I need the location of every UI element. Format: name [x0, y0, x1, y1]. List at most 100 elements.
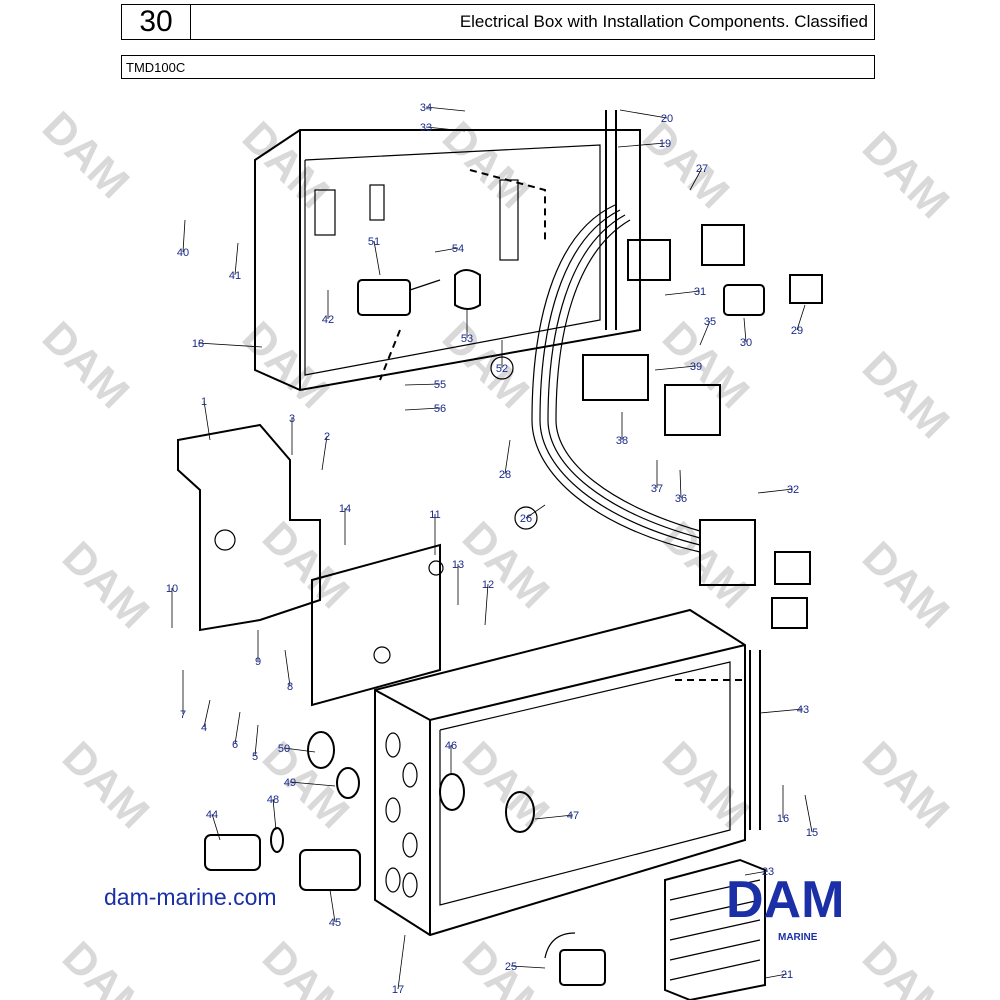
- leader-44: [211, 813, 221, 841]
- part-label-46: 46: [445, 740, 457, 752]
- leader-25: [510, 965, 546, 969]
- header-box: 30 Electrical Box with Installation Comp…: [121, 4, 875, 40]
- part-labels: 1234567891011121314151617181920212325262…: [166, 102, 818, 996]
- relay-25: [544, 932, 606, 986]
- wiring-harness-26: [531, 204, 701, 553]
- model-label: TMD100C: [126, 59, 186, 75]
- watermark-text: DAM: [433, 112, 539, 218]
- part-label-21: 21: [781, 969, 793, 981]
- leader-15: [804, 794, 813, 833]
- leader-43: [759, 708, 804, 714]
- page-number: 30: [122, 5, 191, 39]
- part-label-29: 29: [791, 325, 803, 337]
- leader-23: [744, 870, 769, 876]
- part-label-27: 27: [696, 163, 708, 175]
- part-label-51: 51: [368, 236, 380, 248]
- part-label-48: 48: [267, 794, 279, 806]
- part-label-39: 39: [690, 361, 702, 373]
- part-label-5: 5: [252, 751, 258, 763]
- watermark-text: DAM: [633, 112, 739, 218]
- watermark-text: DAM: [233, 312, 339, 418]
- part-label-9: 9: [255, 656, 261, 668]
- part-label-47: 47: [567, 810, 579, 822]
- leader-49: [289, 781, 336, 787]
- circuit-board-11: [311, 543, 444, 707]
- leader-6: [234, 711, 241, 745]
- part-label-19: 19: [659, 138, 671, 150]
- part-label-15: 15: [806, 827, 818, 839]
- dam-logo: DAM MARINE: [726, 871, 844, 943]
- connector-53: [454, 269, 481, 310]
- part-label-10: 10: [166, 583, 178, 595]
- part-label-45: 45: [329, 917, 341, 929]
- label-circle-26: [514, 506, 538, 530]
- leader-50: [283, 747, 316, 753]
- part-label-40: 40: [177, 247, 189, 259]
- leader-2: [321, 435, 328, 471]
- part-label-54: 54: [452, 243, 464, 255]
- part-label-25: 25: [505, 961, 517, 973]
- part-label-44: 44: [206, 809, 218, 821]
- part-label-31: 31: [694, 286, 706, 298]
- leader-45: [329, 889, 336, 923]
- leader-55: [404, 383, 441, 386]
- watermark-text: DAM: [53, 732, 159, 838]
- watermark-text: DAM: [453, 732, 559, 838]
- leader-21: [764, 973, 788, 979]
- part-label-34: 34: [420, 102, 432, 114]
- leader-30: [743, 317, 747, 343]
- leader-33: [425, 126, 466, 132]
- part-label-28: 28: [499, 469, 511, 481]
- mounting-plate-1: [177, 423, 321, 632]
- leader-29: [796, 304, 806, 331]
- part-label-41: 41: [229, 270, 241, 282]
- leader-41: [234, 242, 239, 276]
- leader-56: [404, 407, 441, 411]
- part-label-35: 35: [704, 316, 716, 328]
- watermark-text: DAM: [653, 732, 759, 838]
- label-circle-52: [490, 356, 514, 380]
- relay-51: [357, 279, 441, 316]
- part-label-30: 30: [740, 337, 752, 349]
- leader-17: [397, 934, 406, 990]
- part-label-38: 38: [616, 435, 628, 447]
- lower-box-17: [374, 608, 761, 937]
- leader-51: [373, 240, 381, 276]
- watermark-text: DAM: [653, 312, 759, 418]
- leader-8: [284, 649, 291, 687]
- part-label-53: 53: [461, 333, 473, 345]
- leader-36: [679, 469, 682, 499]
- watermark-text: DAM: [53, 532, 159, 638]
- leader-20: [619, 109, 668, 119]
- leader-47: [534, 814, 574, 820]
- leader-48: [272, 798, 277, 831]
- watermark-text: DAM: [853, 732, 959, 838]
- leader-27: [689, 167, 703, 191]
- part-label-2: 2: [324, 431, 330, 443]
- part-label-33: 33: [420, 122, 432, 134]
- gland-group: [204, 731, 535, 891]
- leader-54: [434, 247, 459, 253]
- part-label-50: 50: [278, 743, 290, 755]
- leader-28: [504, 439, 511, 475]
- watermark-text: DAM: [253, 932, 359, 1000]
- website-link[interactable]: dam-marine.com: [104, 884, 277, 910]
- part-label-16: 16: [777, 813, 789, 825]
- watermark-text: DAM: [233, 112, 339, 218]
- part-label-36: 36: [675, 493, 687, 505]
- part-label-6: 6: [232, 739, 238, 751]
- leader-12: [484, 583, 489, 626]
- part-label-14: 14: [339, 503, 351, 515]
- part-label-37: 37: [651, 483, 663, 495]
- logo-subtext: MARINE: [778, 932, 818, 943]
- watermark-text: DAM: [33, 102, 139, 208]
- watermark-text: DAM: [853, 122, 959, 228]
- part-label-26: 26: [520, 513, 532, 525]
- leader-19: [617, 142, 666, 148]
- part-label-4: 4: [201, 722, 207, 734]
- leader-4: [203, 699, 211, 728]
- part-label-13: 13: [452, 559, 464, 571]
- part-label-43: 43: [797, 704, 809, 716]
